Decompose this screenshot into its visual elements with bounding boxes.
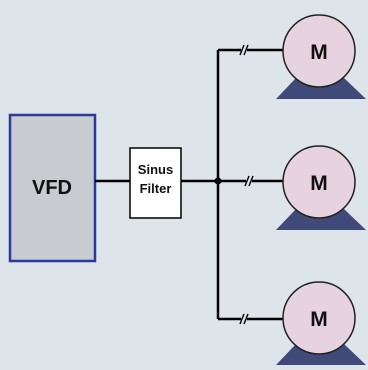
vfd-label: VFD [32,177,72,199]
vfd-block: VFD [8,113,97,263]
cable-break-1 [239,44,249,56]
filter-box [129,147,182,219]
motor-label: M [310,172,328,195]
motor-body [282,145,356,219]
motor-body [282,281,356,355]
filter-label-line1: Sinus [138,162,173,177]
motor-3: M [276,281,366,365]
cable-break-3 [239,313,249,325]
motor-1: M [276,14,366,99]
motor-label: M [310,308,328,331]
filter-label-line2: Filter [140,181,172,196]
vfd-box [8,113,97,263]
motor-base [276,78,366,99]
motor-2: M [276,145,366,230]
cable-break-2 [244,175,254,187]
sinus-filter-block: Sinus Filter [129,147,182,219]
motor-body [282,14,356,88]
motor-base [276,209,366,230]
motor-label: M [310,41,328,64]
